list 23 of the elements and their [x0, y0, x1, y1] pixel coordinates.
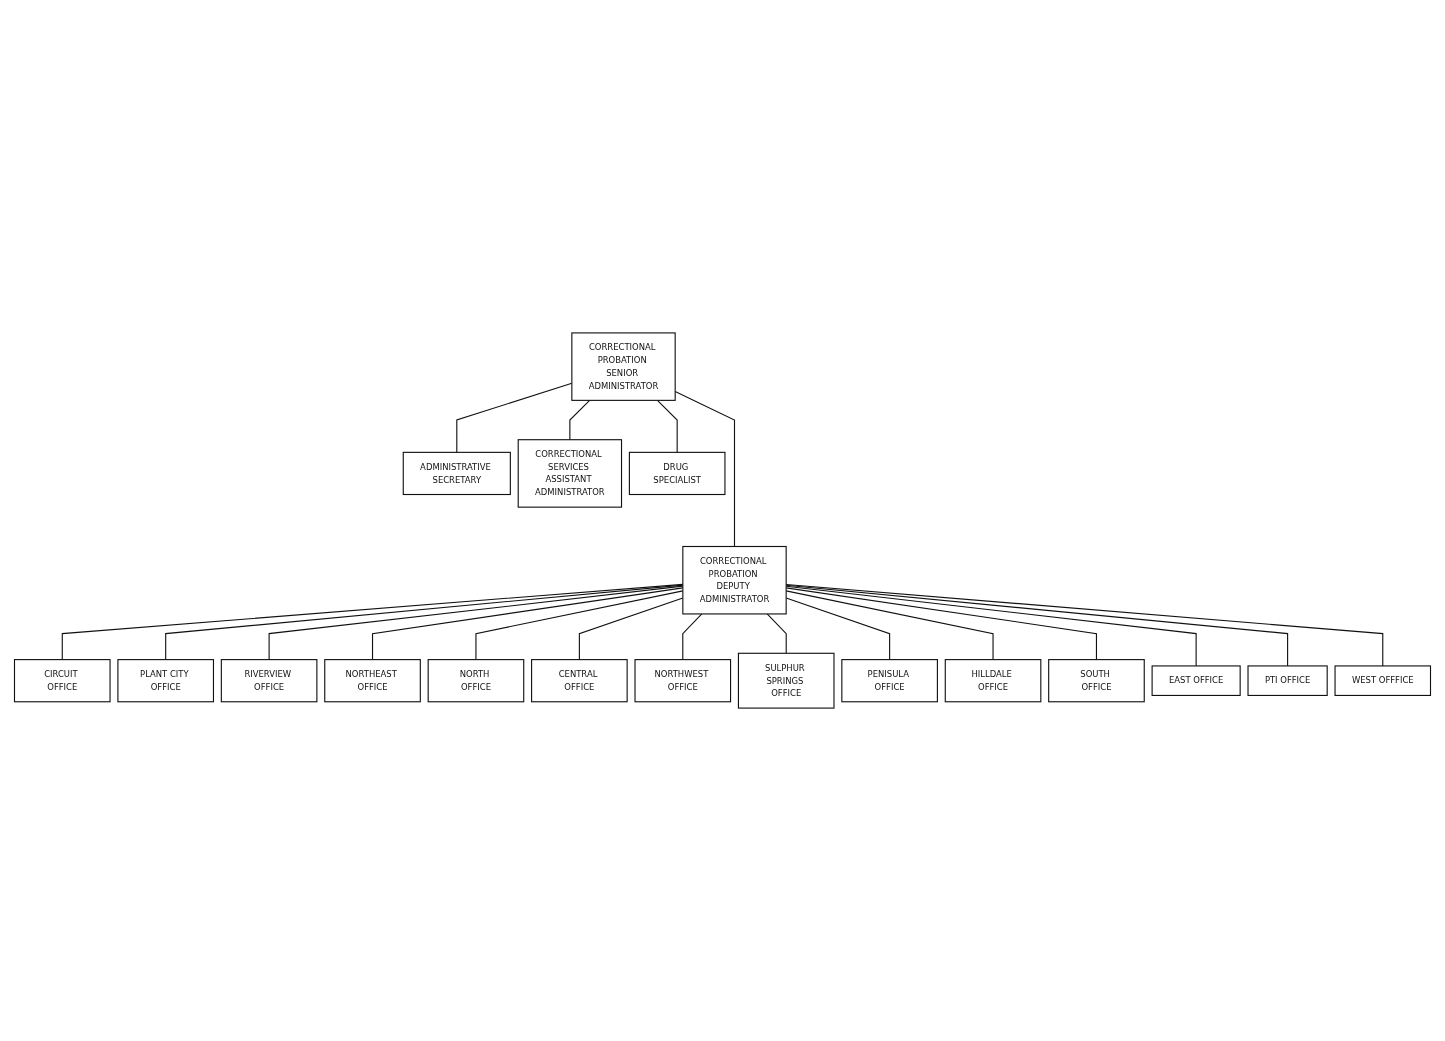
connector — [569, 399, 591, 441]
node-box: ADMINISTRATIVE SECRETARY — [402, 451, 511, 496]
connector — [766, 613, 787, 654]
node-box: CORRECTIONAL SERVICES ASSISTANT ADMINISTRATOR — [517, 439, 623, 508]
node-box: RIVERVIEW OFFICE — [220, 659, 318, 703]
node-box: CORRECTIONAL PROBATION DEPUTY ADMINISTRATOR — [682, 545, 787, 615]
node-box: CIRCUIT OFFICE — [13, 659, 111, 703]
node-box: CORRECTIONAL PROBATION SENIOR ADMINISTRATOR — [571, 332, 676, 401]
node-box: PTI OFFICE — [1247, 665, 1328, 696]
node-box: NORTHEAST OFFICE — [324, 659, 421, 703]
connector — [656, 399, 678, 453]
node-box: PENISULA OFFICE — [841, 659, 938, 703]
node-box: NORTHWEST OFFICE — [634, 659, 732, 703]
node-box: SULPHUR SPRINGS OFFICE — [737, 652, 835, 709]
connector — [682, 613, 703, 661]
node-box: PLANT CITY OFFICE — [117, 659, 215, 703]
node-box: NORTH OFFICE — [427, 659, 525, 703]
node-box: DRUG SPECIALIST — [628, 451, 726, 496]
node-box: CENTRAL OFFICE — [531, 659, 628, 703]
node-box: EAST OFFICE — [1151, 665, 1241, 696]
node-box: WEST OFFFICE — [1334, 665, 1432, 696]
node-box: SOUTH OFFICE — [1048, 659, 1145, 703]
node-box: HILLDALE OFFICE — [944, 659, 1042, 703]
